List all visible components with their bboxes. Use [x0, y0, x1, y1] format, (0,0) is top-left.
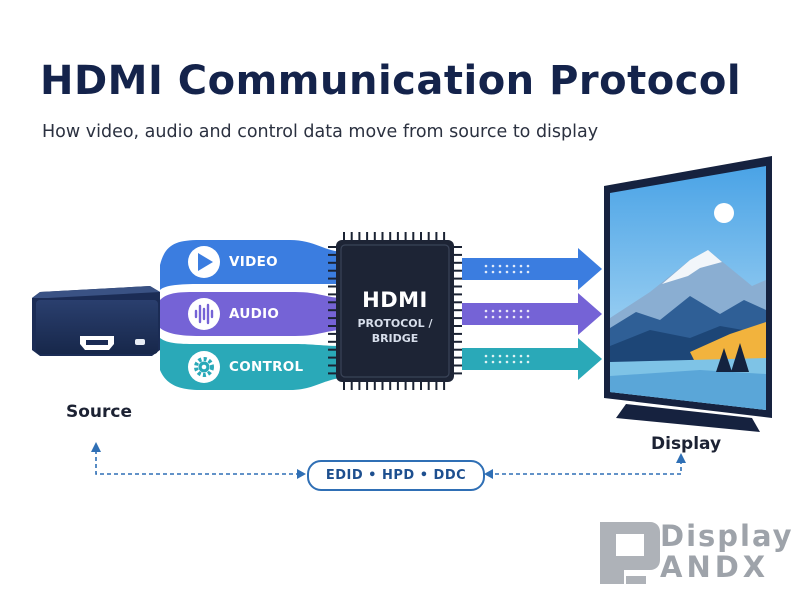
page-title: HDMI Communication Protocol: [40, 58, 742, 104]
edid-link: [95, 450, 682, 475]
display-label: Display: [651, 434, 722, 454]
data-dot: [498, 264, 502, 268]
data-dot: [519, 354, 523, 358]
source-label: Source: [66, 402, 133, 422]
gear-icon: [194, 357, 214, 377]
data-dot: [498, 270, 502, 274]
data-dot: [498, 315, 502, 319]
data-dot: [505, 270, 509, 274]
data-dot: [484, 270, 488, 274]
video-label: VIDEO: [229, 254, 278, 270]
data-dot: [526, 270, 530, 274]
data-dot: [484, 360, 488, 364]
edid-hpd-ddc-pill: EDID • HPD • DDC: [307, 460, 485, 491]
data-dot: [491, 354, 495, 358]
source-device: [32, 286, 160, 356]
data-dot: [498, 309, 502, 313]
data-dot: [519, 360, 523, 364]
data-dot: [484, 309, 488, 313]
data-dot: [505, 360, 509, 364]
control-output-arrow: [462, 338, 602, 380]
link-arrowhead-right-pill: [484, 469, 493, 479]
page-subtitle: How video, audio and control data move f…: [42, 122, 599, 142]
sun-icon: [714, 203, 734, 223]
data-dot: [505, 309, 509, 313]
link-arrowhead-right: [676, 453, 686, 463]
control-label: CONTROL: [229, 359, 304, 375]
data-dot: [512, 309, 516, 313]
data-dot: [491, 264, 495, 268]
data-dot: [512, 270, 516, 274]
data-dot: [491, 360, 495, 364]
chip-subtitle-line1: PROTOCOL /: [357, 317, 433, 330]
data-dot: [519, 315, 523, 319]
data-dot: [491, 270, 495, 274]
play-icon: [198, 253, 213, 271]
audio-icon-badge: [188, 298, 220, 330]
control-icon-badge: [188, 351, 220, 383]
tv-stand: [616, 404, 760, 432]
display-tv: [604, 156, 772, 432]
data-dot: [498, 360, 502, 364]
data-dot: [505, 354, 509, 358]
data-dot: [491, 315, 495, 319]
video-output-arrow: [462, 248, 602, 290]
chip-subtitle: PROTOCOL / BRIDGE: [340, 316, 450, 346]
video-icon-badge: [188, 246, 220, 278]
watermark-logo: [600, 522, 660, 584]
tree-icon: [731, 343, 749, 372]
data-dot: [512, 264, 516, 268]
data-dot: [519, 309, 523, 313]
data-dot: [512, 315, 516, 319]
data-dot: [519, 264, 523, 268]
chip-subtitle-line2: BRIDGE: [371, 332, 419, 345]
data-dot: [491, 309, 495, 313]
data-dot: [512, 360, 516, 364]
data-dot: [526, 354, 530, 358]
hdmi-chip: [328, 232, 462, 390]
chip-title: HDMI: [362, 288, 428, 312]
data-dot: [519, 270, 523, 274]
data-dot: [505, 264, 509, 268]
link-arrowhead-left-pill: [297, 469, 306, 479]
watermark-line2: ANDX: [660, 550, 770, 584]
data-dot: [526, 315, 530, 319]
power-led: [135, 339, 145, 345]
data-dot: [484, 264, 488, 268]
data-dot: [484, 354, 488, 358]
audio-output-arrow: [462, 293, 602, 335]
data-dot: [498, 354, 502, 358]
watermark-line1: Display: [660, 519, 794, 553]
link-arrowhead-left: [91, 442, 101, 452]
data-dot: [484, 315, 488, 319]
data-dot: [526, 264, 530, 268]
audio-label: AUDIO: [229, 306, 280, 322]
waveform-icon: [194, 303, 214, 325]
tree-icon: [716, 348, 732, 372]
data-dot: [526, 309, 530, 313]
data-dot: [505, 315, 509, 319]
data-dot: [526, 360, 530, 364]
data-dot: [512, 354, 516, 358]
